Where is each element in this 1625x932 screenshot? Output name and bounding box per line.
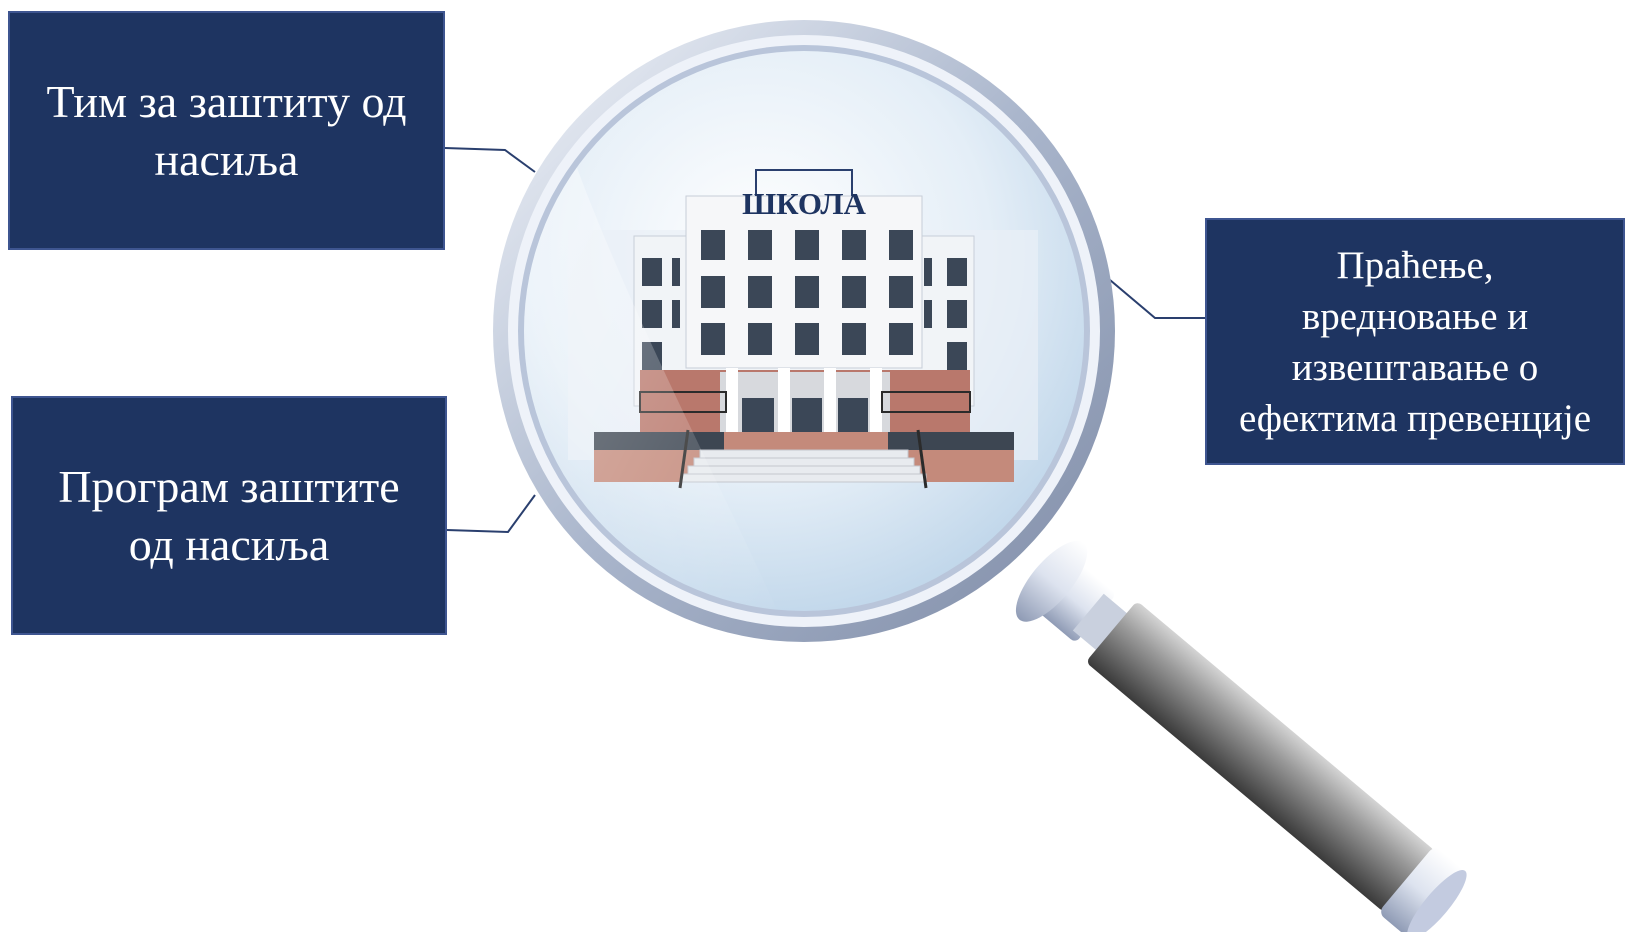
box-monitoring-evaluation-label: Праћење, вредновање и извештавање о ефек… bbox=[1238, 243, 1592, 440]
box-violence-protection-program-label: Програм заштите од насиља bbox=[58, 460, 400, 570]
box-monitoring-evaluation: Праћење, вредновање и извештавање о ефек… bbox=[1205, 218, 1625, 465]
connector-lines bbox=[444, 147, 1205, 534]
box-violence-protection-program: Програм заштите од насиља bbox=[11, 396, 447, 635]
building-sign: ШКОЛА bbox=[742, 186, 866, 221]
box-violence-protection-team-label: Тим за заштиту од насиља bbox=[46, 75, 407, 185]
connector-top-left bbox=[444, 147, 536, 173]
connector-bottom-left bbox=[446, 494, 536, 534]
connector-right bbox=[1109, 279, 1205, 319]
box-violence-protection-team: Тим за заштиту од насиља bbox=[8, 11, 445, 250]
magnifying-glass-icon: ШКОЛА bbox=[493, 20, 1467, 932]
school-building-icon bbox=[524, 120, 1038, 611]
